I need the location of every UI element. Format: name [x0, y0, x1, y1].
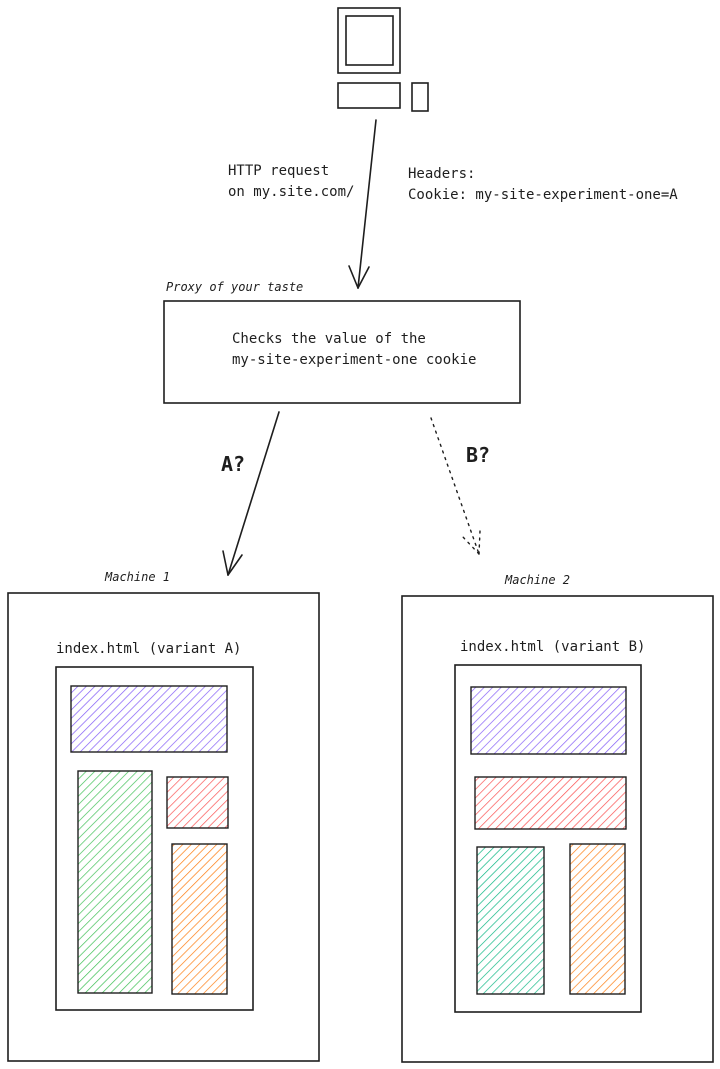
machine-1-page-label: index.html (variant A): [56, 641, 242, 657]
machine-1-page-frame: [55, 666, 254, 1011]
headers-cookie: Cookie: my-site-experiment-one=A: [408, 187, 678, 203]
machine-1-title: Machine 1: [105, 570, 171, 584]
request-line-1: HTTP request: [228, 163, 330, 179]
branch-a-label: A?: [221, 452, 246, 476]
m1-right-column-block: [171, 843, 228, 995]
request-line-2: on my.site.com/: [228, 184, 355, 200]
m2-wide-block: [474, 776, 627, 830]
branch-a-arrow: [222, 411, 280, 576]
m1-left-column-block: [77, 770, 153, 994]
proxy-title: Proxy of your taste: [166, 280, 304, 294]
m1-small-block: [166, 776, 229, 829]
machine-2-box: [401, 595, 714, 1063]
computer-monitor-icon: [337, 7, 401, 74]
request-arrow: [348, 119, 377, 289]
m2-right-column-block: [569, 843, 626, 995]
m2-header-block: [470, 686, 627, 755]
machine-2-page-frame: [454, 664, 642, 1013]
mouse-icon: [411, 82, 429, 112]
headers-title: Headers:: [408, 166, 476, 182]
machine-2-title: Machine 2: [505, 573, 571, 587]
branch-b-label: B?: [466, 443, 491, 467]
machine-2-page-label: index.html (variant B): [460, 639, 646, 655]
proxy-box: [163, 300, 521, 404]
m2-left-column-block: [476, 846, 545, 995]
proxy-text-line-2: my-site-experiment-one cookie: [232, 352, 477, 368]
branch-b-arrow: [430, 417, 481, 555]
keyboard-icon: [337, 82, 401, 109]
m1-header-block: [70, 685, 228, 753]
machine-1-box: [7, 592, 320, 1062]
proxy-text-line-1: Checks the value of the: [232, 331, 426, 347]
